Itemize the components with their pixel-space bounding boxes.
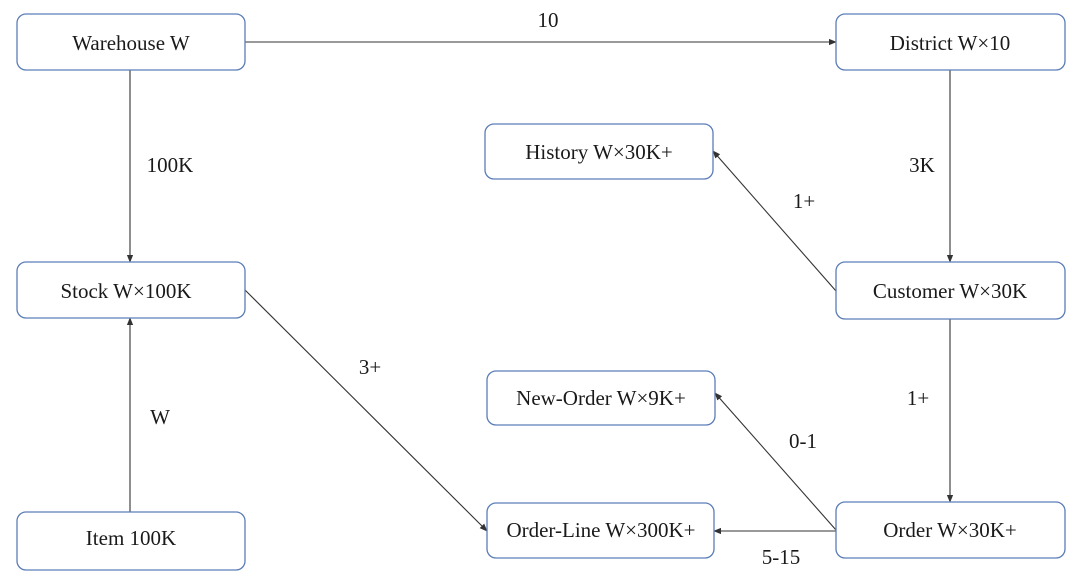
node-label: Order-Line W×300K+ [506,518,695,542]
edge-label-stock-orderline: 3+ [359,355,381,379]
edge-label-order-neworder: 0-1 [789,429,817,453]
edge-customer-history [712,150,837,292]
edge-label-customer-history: 1+ [793,189,815,213]
edge-label-warehouse-district: 10 [538,8,559,32]
edge-label-district-customer: 3K [909,153,935,177]
node-label: Item 100K [86,526,176,550]
node-history: History W×30K+ [484,123,714,180]
node-customer: Customer W×30K [835,261,1066,320]
node-label: New-Order W×9K+ [516,386,686,410]
node-order-line: Order-Line W×300K+ [486,502,715,559]
node-label: History W×30K+ [525,140,673,164]
node-new-order: New-Order W×9K+ [486,370,716,426]
edge-label-order-orderline: 5-15 [762,545,801,569]
edge-stock-orderline [244,289,488,532]
node-order: Order W×30K+ [835,501,1066,559]
node-item: Item 100K [16,511,246,571]
node-warehouse: Warehouse W [16,13,246,71]
edge-labels: 10 100K 3K 1+ 1+ 3+ W 0-1 5-15 [147,8,935,569]
node-label: Customer W×30K [873,279,1027,303]
node-label: Warehouse W [72,31,190,55]
edge-order-neworder [714,392,837,531]
node-stock: Stock W×100K [16,261,246,319]
node-label: Order W×30K+ [883,518,1017,542]
edge-label-customer-order: 1+ [907,386,929,410]
edges [126,38,954,535]
edge-label-item-stock: W [150,405,170,429]
node-label: District W×10 [890,31,1011,55]
node-district: District W×10 [835,13,1066,71]
node-label: Stock W×100K [60,279,191,303]
edge-label-warehouse-stock: 100K [147,153,194,177]
